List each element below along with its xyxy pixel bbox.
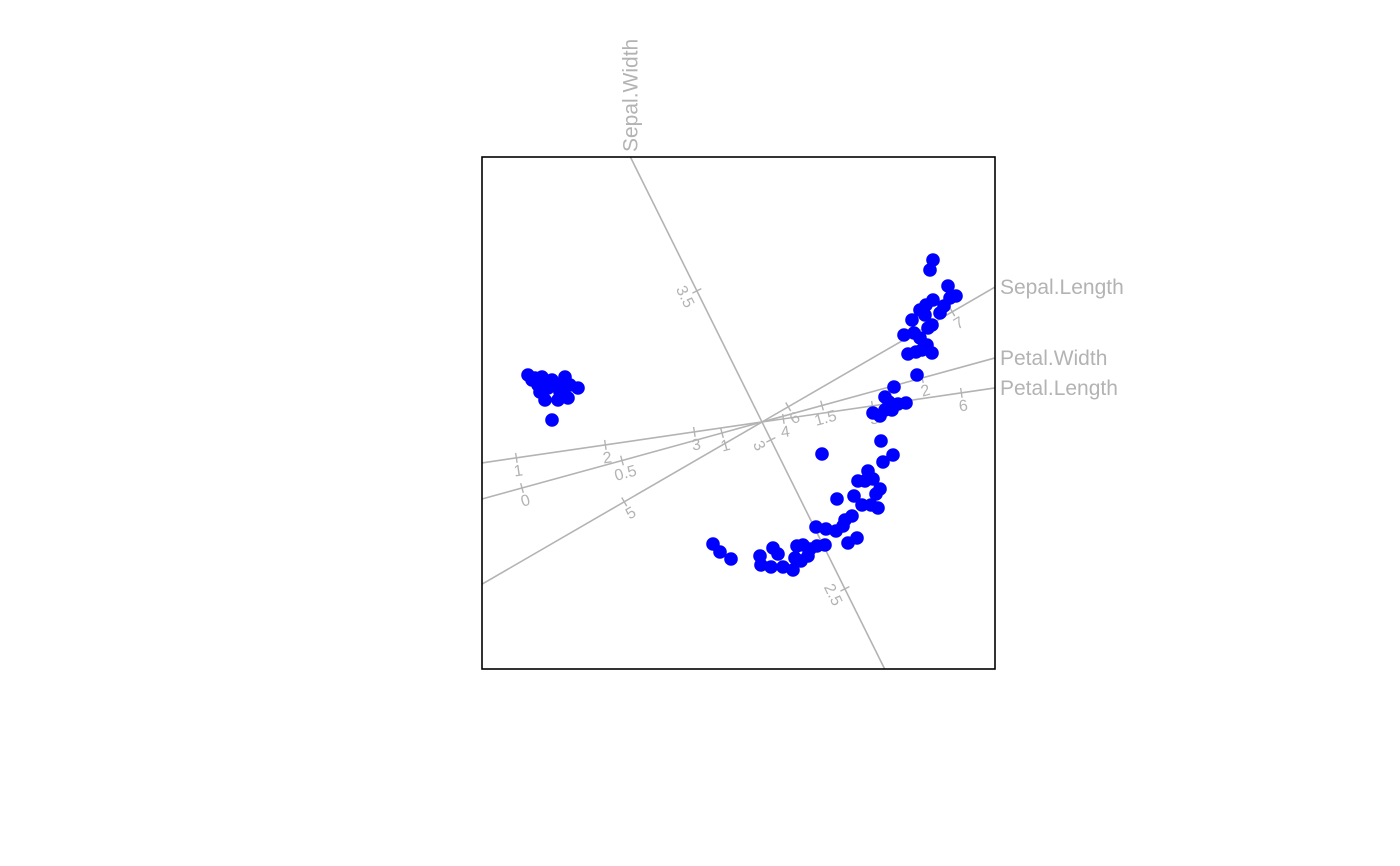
data-point [786,563,800,577]
data-point [850,531,864,545]
axis-tick [692,288,702,294]
tick-label: 3 [691,436,702,454]
data-point [545,413,559,427]
axis-tick [514,452,518,463]
data-point [918,308,932,322]
data-point [949,289,963,303]
data-point [941,279,955,293]
data-point [886,448,900,462]
data-point [771,547,785,561]
axis-tick [719,427,725,439]
tick-label: 2.5 [820,581,845,609]
tick-label: 0.5 [613,463,639,485]
axis-name-label: Sepal.Width [619,39,642,152]
axis-line [629,156,886,670]
tick-label: 3 [749,438,768,454]
axis-tick [949,307,956,317]
data-point [830,492,844,506]
data-point [525,373,539,387]
tick-label: 0 [519,492,532,511]
axis-name-label: Sepal.Length [1000,276,1124,299]
axis-tick [619,455,625,466]
data-point [925,318,939,332]
data-point [871,501,885,515]
axis-tick [766,437,776,443]
axis-name-label: Petal.Width [1000,347,1107,370]
tick-label: 3.5 [672,283,697,311]
data-point [887,380,901,394]
axis-tick [692,426,696,437]
data-point [899,396,913,410]
tick-label: 4 [780,423,791,441]
tick-label: 2 [602,449,613,467]
biplot-axis-sepal-width: 2.5 3 3.5 [629,156,886,670]
axis-names: Sepal.WidthSepal.LengthPetal.WidthPetal.… [619,39,1123,400]
axis-line [481,357,996,500]
data-point [926,293,940,307]
data-point [882,395,896,409]
data-point [866,472,880,486]
axis-tick [781,413,785,424]
data-point [920,338,934,352]
data-point [818,538,832,552]
data-point [910,368,924,382]
axis-tick [785,402,792,412]
data-point [815,447,829,461]
axis-tick [819,400,825,411]
data-point [543,376,557,390]
axis-tick [519,482,525,494]
data-point [713,545,727,559]
tick-label: 7 [951,314,967,333]
axis-name-label: Petal.Length [1000,377,1118,400]
biplot-axis-petal-width: 00.511.52 [481,357,996,511]
data-point [556,381,570,395]
axis-tick [959,387,963,398]
data-point [847,489,861,503]
data-point [876,455,890,469]
data-point [874,434,888,448]
tick-label: 6 [958,397,969,415]
tick-label: 1 [513,462,524,480]
plot-frame [481,156,996,670]
data-point [873,482,887,496]
data-point [764,560,778,574]
data-point [905,313,919,327]
axis-tick [603,439,607,450]
tick-label: 5 [623,504,639,523]
data-point [571,381,585,395]
data-points [521,253,963,577]
data-point [724,552,738,566]
data-point [845,509,859,523]
axis-tick [621,497,628,507]
data-point [926,253,940,267]
axis-tick [840,586,850,592]
data-point [533,385,547,399]
